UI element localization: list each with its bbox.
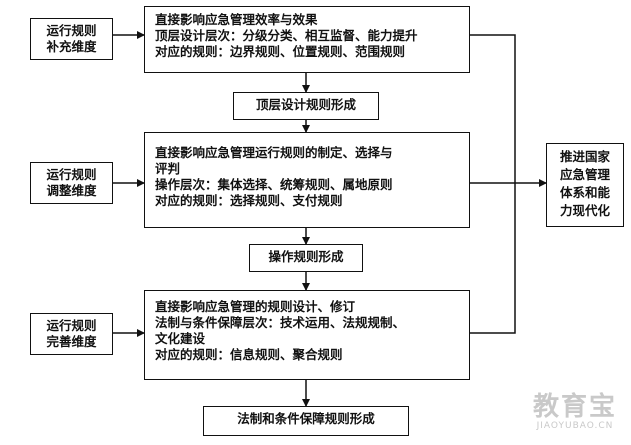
stage-label-text: 操作规则形成 [268, 249, 344, 264]
box-line: 体系和能 [559, 185, 610, 200]
watermark-logo: 教育宝 JIAOYUBAO.CN [533, 393, 617, 431]
watermark-sub: JIAOYUBAO.CN [536, 421, 614, 431]
box-line: 运行规则 [46, 318, 97, 333]
stage-label-operation: 操作规则形成 [249, 244, 363, 272]
box-line: 运行规则 [46, 167, 97, 182]
box-line: 操作层次：集体选择、统筹规则、属地原则 [155, 177, 393, 192]
box-line: 力现代化 [559, 203, 610, 218]
stage-label-text: 顶层设计规则形成 [255, 97, 356, 112]
main-box-legal: 直接影响应急管理的规则设计、修订 法制与条件保障层次：技术运用、法规规制、 文化… [144, 290, 470, 380]
bracket-line [470, 34, 516, 334]
box-line: 推进国家 [559, 149, 610, 164]
box-line: 补充维度 [46, 39, 97, 54]
box-line: 评判 [155, 161, 181, 176]
stage-label-text: 法制和条件保障规则形成 [237, 411, 375, 426]
stage-label-top-level: 顶层设计规则形成 [233, 92, 379, 120]
box-line: 法制与条件保障层次：技术运用、法规规制、 [155, 315, 406, 330]
box-line: 对应的规则：边界规则、位置规则、范围规则 [155, 44, 406, 59]
watermark-main: 教育宝 [532, 392, 617, 422]
box-line: 直接影响应急管理效率与效果 [155, 12, 318, 27]
dimension-box-adjust: 运行规则 调整维度 [30, 162, 113, 204]
dimension-box-supplement: 运行规则 补充维度 [30, 18, 113, 60]
main-box-top-level: 直接影响应急管理效率与效果 顶层设计层次：分级分类、相互监督、能力提升 对应的规… [144, 6, 470, 73]
goal-box: 推进国家 应急管理 体系和能 力现代化 [546, 143, 624, 227]
box-line: 运行规则 [46, 23, 97, 38]
box-line: 直接影响应急管理运行规则的制定、选择与 [155, 145, 393, 160]
box-line: 直接影响应急管理的规则设计、修订 [155, 299, 356, 314]
box-line: 对应的规则：选择规则、支付规则 [155, 193, 343, 208]
main-box-operation: 直接影响应急管理运行规则的制定、选择与 评判 操作层次：集体选择、统筹规则、属地… [144, 132, 470, 228]
box-line: 文化建设 [155, 331, 206, 346]
box-line: 对应的规则：信息规则、聚合规则 [155, 347, 343, 362]
box-line: 完善维度 [46, 334, 97, 349]
dimension-box-improve: 运行规则 完善维度 [30, 313, 113, 355]
box-line: 调整维度 [46, 183, 97, 198]
box-line: 顶层设计层次：分级分类、相互监督、能力提升 [155, 28, 418, 43]
stage-label-legal: 法制和条件保障规则形成 [203, 406, 409, 436]
box-line: 应急管理 [559, 167, 610, 182]
